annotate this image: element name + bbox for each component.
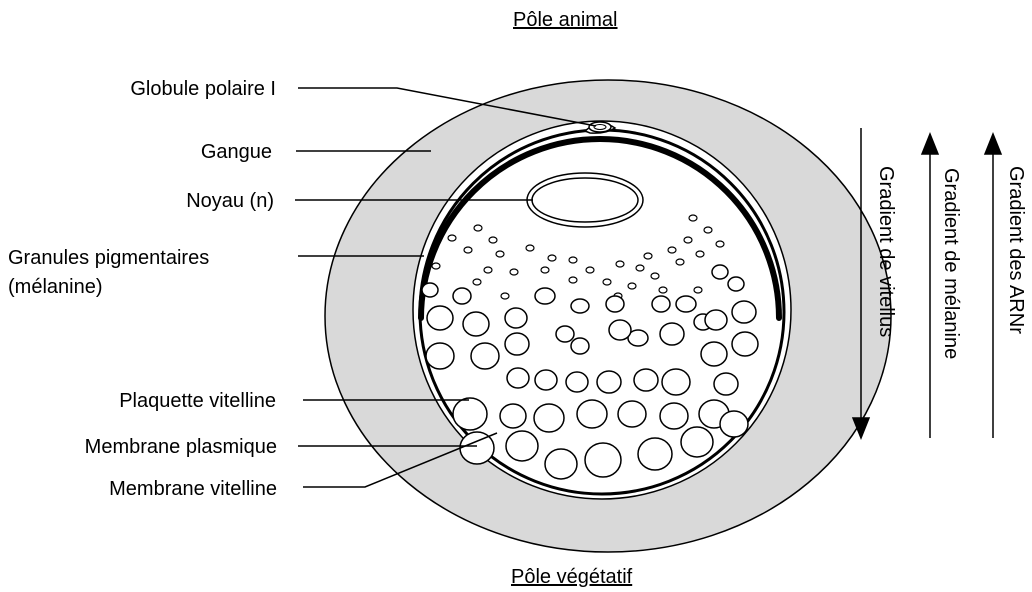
melanin-gradient-label: Gradient de mélanine [940,168,962,359]
yolk-platelet [636,265,644,271]
pigment-granules-label: Granules pigmentaires [8,247,209,269]
yolk-platelet [628,283,636,289]
yolk-platelet [541,267,549,273]
yolk-platelet [616,261,624,267]
yolk-platelet [716,241,724,247]
yolk-platelet [705,310,727,330]
yolk-platelet [448,235,456,241]
yolk-platelet [704,227,712,233]
rrna-gradient-label: Gradient des ARNr [1005,166,1027,334]
yolk-platelet [566,372,588,392]
yolk-platelet [732,301,756,323]
yolk-platelet [701,342,727,366]
yolk-platelet [506,431,538,461]
yolk-platelet [652,296,670,312]
rrna-arrowhead [985,134,1001,154]
polar-body-label: Globule polaire I [130,78,276,100]
animal-pole-label: Pôle animal [513,9,618,31]
yolk-platelet [684,237,692,243]
yolk-platelet [556,326,574,342]
yolk-platelet [473,279,481,285]
vitelline-membrane-label: Membrane vitelline [109,478,277,500]
yolk-platelet [689,215,697,221]
yolk-platelet [510,269,518,275]
yolk-platelet [501,293,509,299]
yolk-platelet [732,332,758,356]
yolk-platelet [728,277,744,291]
yolk-platelet [500,404,526,428]
yolk-platelet [569,257,577,263]
yolk-platelet [668,247,676,253]
yolk-platelet [471,343,499,369]
yolk-platelet [603,279,611,285]
yolk-platelet [597,371,621,393]
yolk-platelet [651,273,659,279]
yolk-platelet [464,247,472,253]
yolk-platelet [453,398,487,430]
yolk-platelet [577,400,607,428]
yolk-platelet [681,427,713,457]
yolk-platelet [696,251,704,257]
plasma-membrane-label: Membrane plasmique [85,436,277,458]
yolk-platelet [545,449,577,479]
yolk-platelet [609,320,631,340]
vegetative-pole-label: Pôle végétatif [511,566,633,588]
yolk-platelet [432,263,440,269]
yolk-platelet [712,265,728,279]
yolk-platelet [571,338,589,354]
nucleus [527,173,643,227]
yolk-platelet [660,403,688,429]
yolk-platelet [535,370,557,390]
yolk-platelet [526,245,534,251]
yolk-platelet [496,251,504,257]
yolk-platelet [662,369,690,395]
yolk-platelet [571,299,589,313]
yolk-platelet [534,404,564,432]
yolk-platelet [694,287,702,293]
yolk-platelet [676,259,684,265]
yolk-platelet [659,287,667,293]
jelly-label: Gangue [201,141,272,163]
yolk-platelet [535,288,555,304]
yolk-platelet [569,277,577,283]
yolk-platelet [489,237,497,243]
yolk-platelet [484,267,492,273]
yolk-platelet [586,267,594,273]
yolk-platelet [644,253,652,259]
yolk-platelet [505,333,529,355]
yolk-platelet [453,288,471,304]
yolk-platelet [427,306,453,330]
melanin-arrowhead [922,134,938,154]
yolk-platelet [474,225,482,231]
yolk-platelet [660,323,684,345]
yolk-platelet [548,255,556,261]
yolk-platelet [638,438,672,470]
nucleus-label: Noyau (n) [186,190,274,212]
yolk-platelet [422,283,438,297]
yolk-platelet-label: Plaquette vitelline [119,390,276,412]
yolk-platelet [426,343,454,369]
pigment-granules-label-2: (mélanine) [8,276,102,298]
yolk-platelet [463,312,489,336]
yolk-platelet [720,411,748,437]
yolk-platelet [585,443,621,477]
yolk-platelet [618,401,646,427]
yolk-platelet [505,308,527,328]
yolk-platelet [507,368,529,388]
yolk-platelet [634,369,658,391]
yolk-platelet [714,373,738,395]
yolk-platelet [676,296,696,312]
vitellus-gradient-label: Gradient de vitellus [875,166,897,337]
yolk-platelet [606,296,624,312]
